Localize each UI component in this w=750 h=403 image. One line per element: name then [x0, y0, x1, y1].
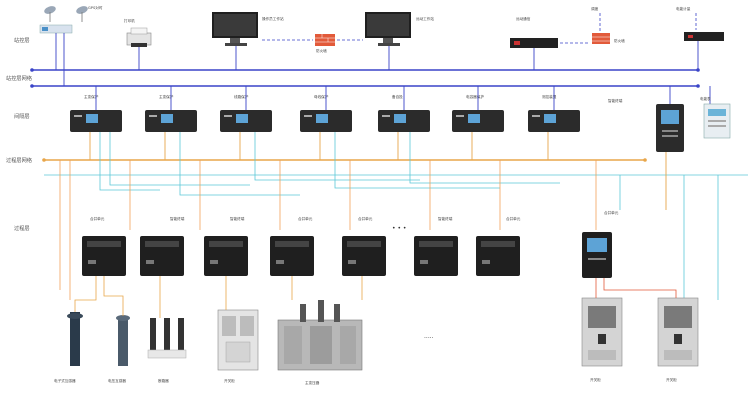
- cabinet-equipment: 开关柜: [217, 309, 259, 383]
- dots-mid: • • •: [392, 225, 406, 232]
- vt-equipment: 电压互感器: [108, 315, 130, 383]
- bay-device-3: 线路保护: [220, 94, 272, 132]
- bay-device-1: 主变保护: [70, 94, 122, 132]
- dispatch-group: 调度 防火墙: [560, 6, 625, 44]
- metering-label: 电能计量: [676, 6, 691, 11]
- ws2-label: 远动工作站: [416, 16, 434, 21]
- layer-station-label: 站控层: [14, 36, 30, 44]
- firewall-label: 防火墙: [316, 48, 327, 53]
- switchgear-1-label: 开关柜: [590, 377, 601, 382]
- telecontrol-label: 远动通信: [516, 16, 531, 21]
- equipment-links: [74, 276, 677, 318]
- bay-device-8-label: 智能终端: [608, 98, 623, 103]
- layer-process-net-label: 过程层网络: [6, 156, 32, 164]
- gps-label: GPS对时: [88, 5, 103, 10]
- merging-unit-2-label: 智能终端: [170, 216, 185, 221]
- vt-label: 电压互感器: [108, 378, 126, 383]
- merging-unit-1-label: 合并单元: [90, 216, 105, 221]
- primary-equipment: 电子式互感器 电压互感器 断路器 开关柜: [54, 276, 699, 385]
- merging-unit-5-label: 合并单元: [358, 216, 373, 221]
- bay-device-2: 主变保护: [145, 94, 197, 132]
- switchgear-2: 开关柜: [657, 297, 699, 382]
- merging-unit-8-label: 合并单元: [604, 210, 619, 215]
- bay-device-4-label: 母线保护: [314, 94, 329, 99]
- bay-device-6-label: 电容器保护: [466, 94, 484, 99]
- bay-device-5-label: 备自投: [392, 94, 403, 99]
- workstation-2: 远动工作站: [365, 12, 434, 70]
- energy-meter: 电能表: [700, 96, 731, 139]
- gps-unit: [39, 24, 73, 86]
- ws1-label: 操作员工作站: [262, 16, 284, 21]
- firewall2-label: 防火墙: [614, 38, 625, 43]
- merging-unit-3-label: 智能终端: [230, 216, 245, 221]
- bay-device-2-label: 主变保护: [159, 94, 174, 99]
- gps-antennas: GPS对时: [44, 5, 103, 22]
- ct-label: 电子式互感器: [54, 378, 76, 383]
- bay-device-7: 测控装置: [528, 94, 580, 132]
- switchgear-1: 开关柜: [581, 297, 623, 382]
- fiber-wiring: [59, 132, 719, 300]
- ct-equipment: 电子式互感器: [54, 312, 83, 383]
- firewall-center: 防火墙: [262, 34, 363, 53]
- merging-unit-3: 智能终端: [204, 216, 248, 276]
- dispatch-label: 调度: [591, 6, 599, 11]
- merging-unit-1: 合并单元: [82, 216, 126, 276]
- merging-unit-4-label: 合并单元: [298, 216, 313, 221]
- printer-label: 打印机: [124, 18, 135, 23]
- bay-device-7-label: 测控装置: [542, 94, 557, 99]
- transformer-label: 主变压器: [305, 380, 320, 385]
- bay-device-3-label: 线路保护: [234, 94, 249, 99]
- merging-unit-7-label: 合并单元: [506, 216, 521, 221]
- metering-unit-top: 电能计量: [676, 6, 724, 104]
- layer-bay-label: 间隔层: [14, 112, 30, 120]
- switchgear-2-label: 开关柜: [666, 377, 677, 382]
- transformer-equipment: 主变压器: [277, 300, 363, 385]
- bay-devices: 主变保护 主变保护 线路保护 母线保护 备自投 电容器保护 测控装置 智能终端: [70, 86, 731, 210]
- process-bus: [42, 158, 748, 176]
- merging-units: 合并单元 智能终端 智能终端 合并单元 合并单元 智能终端 合并单元 合并单元: [82, 210, 619, 278]
- workstation-1: 操作员工作站: [212, 12, 284, 70]
- merging-unit-7: 合并单元: [476, 216, 521, 276]
- equipment-ellipsis: ·····: [424, 335, 434, 342]
- meter-label: 电能表: [700, 96, 711, 101]
- printer: 打印机: [124, 18, 152, 70]
- cabinet-label: 开关柜: [224, 378, 235, 383]
- bay-device-1-label: 主变保护: [84, 94, 99, 99]
- bay-device-6: 电容器保护: [452, 94, 504, 132]
- station-bus: [30, 68, 700, 88]
- layer-station-net-label: 站控层网络: [6, 74, 32, 82]
- merging-unit-5: 合并单元: [342, 216, 386, 276]
- merging-unit-4: 合并单元: [270, 216, 314, 276]
- bay-device-5: 备自投: [378, 94, 430, 132]
- merging-unit-6: 智能终端: [414, 216, 458, 276]
- merging-unit-6-label: 智能终端: [438, 216, 453, 221]
- breaker-equipment: 断路器: [147, 318, 187, 383]
- merging-unit-8: 合并单元: [582, 210, 619, 278]
- bay-device-4: 母线保护: [300, 94, 352, 132]
- bay-device-8: 智能终端: [608, 98, 684, 152]
- layer-process-label: 过程层: [14, 224, 30, 232]
- breaker-label: 断路器: [158, 378, 169, 383]
- telecontrol-unit: 远动通信: [510, 16, 558, 70]
- merging-unit-2: 智能终端: [140, 216, 185, 276]
